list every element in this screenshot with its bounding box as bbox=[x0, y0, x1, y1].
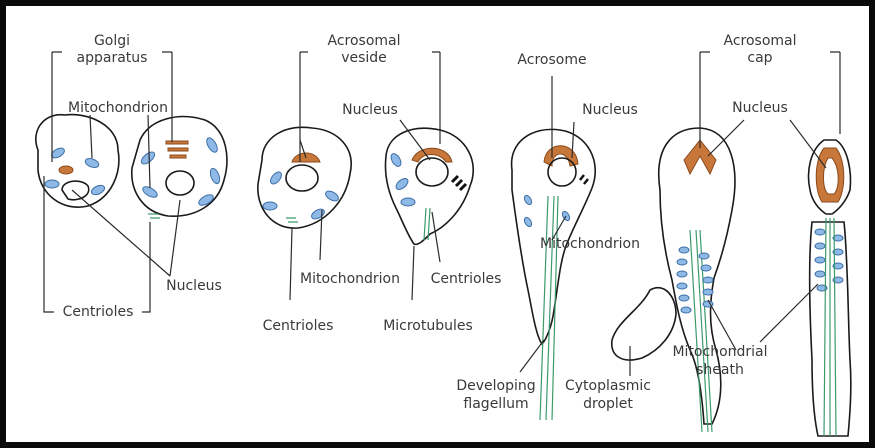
mitochondrion-pointer bbox=[90, 115, 150, 188]
mitochondrion-shape bbox=[523, 194, 533, 206]
label-mitochondrion-b: Mitochondrion bbox=[300, 271, 400, 287]
acrosomal-cap-shape bbox=[816, 148, 844, 202]
label-mitochondrial-sheath-1: Mitochondrial bbox=[672, 344, 767, 360]
label-mitochondrion-c: Mitochondrion bbox=[540, 236, 640, 252]
nucleus-pointer bbox=[790, 120, 826, 168]
label-acrosomal-cap-2: cap bbox=[747, 50, 772, 66]
centriole-shape bbox=[286, 218, 298, 222]
label-nucleus-d: Nucleus bbox=[732, 100, 788, 116]
centriole-dark bbox=[452, 176, 466, 190]
stage-acrosomal-vesicle bbox=[258, 52, 473, 300]
nucleus-pointer bbox=[300, 120, 430, 160]
label-golgi-apparatus-2: apparatus bbox=[77, 50, 148, 66]
label-developing-flagellum-2: flagellum bbox=[463, 396, 528, 412]
mitochondrial-sheath-shape bbox=[815, 229, 843, 291]
label-developing-flagellum-1: Developing bbox=[456, 378, 535, 394]
mitochondrion-shape bbox=[205, 136, 220, 154]
spermiogenesis-diagram: Golgi apparatus Mitochondrion Nucleus Ce… bbox=[6, 6, 869, 442]
label-golgi-apparatus-1: Golgi bbox=[94, 33, 130, 49]
label-acrosomal-vesicle-1: Acrosomal bbox=[327, 33, 400, 49]
cell-6-outline bbox=[659, 128, 735, 424]
flagellum-shape bbox=[824, 218, 836, 436]
mitochondrion-shape bbox=[401, 198, 415, 206]
label-acrosome: Acrosome bbox=[517, 52, 586, 68]
nucleus-shape bbox=[286, 165, 318, 191]
golgi-stack bbox=[166, 141, 188, 158]
mitochondrial-sheath-pointer bbox=[708, 300, 736, 350]
label-centrioles-b1: Centrioles bbox=[263, 318, 334, 334]
mitochondrial-sheath-shape bbox=[677, 247, 713, 313]
mitochondrion-shape bbox=[394, 176, 410, 191]
label-mitochondrial-sheath-2: sheath bbox=[696, 362, 744, 378]
stage-spermatozoon bbox=[760, 120, 851, 436]
centriole-shape bbox=[148, 214, 160, 218]
nucleus-shape bbox=[416, 158, 448, 186]
mitochondrion-shape bbox=[263, 202, 277, 210]
mitochondrion-shape bbox=[310, 207, 326, 221]
nucleus-shape bbox=[62, 181, 89, 200]
label-centrioles-a: Centrioles bbox=[63, 304, 134, 320]
label-cytoplasmic-droplet-2: droplet bbox=[583, 396, 633, 412]
flagellum-pointer bbox=[520, 340, 544, 372]
flagellum-shape bbox=[540, 196, 558, 420]
label-mitochondrion-a: Mitochondrion bbox=[68, 100, 168, 116]
nucleus-shape bbox=[548, 158, 576, 186]
golgi-shape bbox=[59, 166, 73, 174]
cell-1-outline bbox=[36, 115, 119, 208]
label-acrosomal-vesicle-2: veside bbox=[341, 50, 387, 66]
cytoplasmic-droplet-shape bbox=[612, 288, 676, 360]
mitochondrion-shape bbox=[84, 157, 100, 169]
mitochondrion-shape bbox=[209, 167, 222, 185]
mitochondrial-sheath-pointer bbox=[760, 284, 818, 342]
mitochondrion-shape bbox=[268, 170, 283, 186]
mitochondrion-shape bbox=[197, 193, 215, 208]
centriole-dark bbox=[580, 175, 588, 184]
label-nucleus-a: Nucleus bbox=[166, 278, 222, 294]
nucleus-pointer bbox=[72, 190, 180, 276]
label-cytoplasmic-droplet-1: Cytoplasmic bbox=[565, 378, 651, 394]
stage-golgi-phase bbox=[36, 52, 227, 312]
mitochondrion-shape bbox=[324, 189, 340, 203]
label-centrioles-b2: Centrioles bbox=[431, 271, 502, 287]
label-microtubules: Microtubules bbox=[383, 318, 473, 334]
mitochondrion-shape bbox=[45, 180, 59, 188]
mitochondrion-shape bbox=[139, 150, 156, 166]
mitochondrion-shape bbox=[389, 152, 403, 168]
acrosomal-vesicle-shape bbox=[412, 148, 452, 162]
flagellum-shape bbox=[690, 230, 712, 432]
label-nucleus-c: Nucleus bbox=[582, 102, 638, 118]
label-nucleus-b: Nucleus bbox=[342, 102, 398, 118]
nucleus-pointer bbox=[708, 120, 744, 156]
microtubules-pointer bbox=[412, 246, 414, 300]
mitochondrion-shape bbox=[523, 216, 533, 228]
label-acrosomal-cap-1: Acrosomal bbox=[723, 33, 796, 49]
mitochondrion-shape bbox=[90, 183, 106, 196]
nucleus-shape bbox=[166, 171, 194, 195]
